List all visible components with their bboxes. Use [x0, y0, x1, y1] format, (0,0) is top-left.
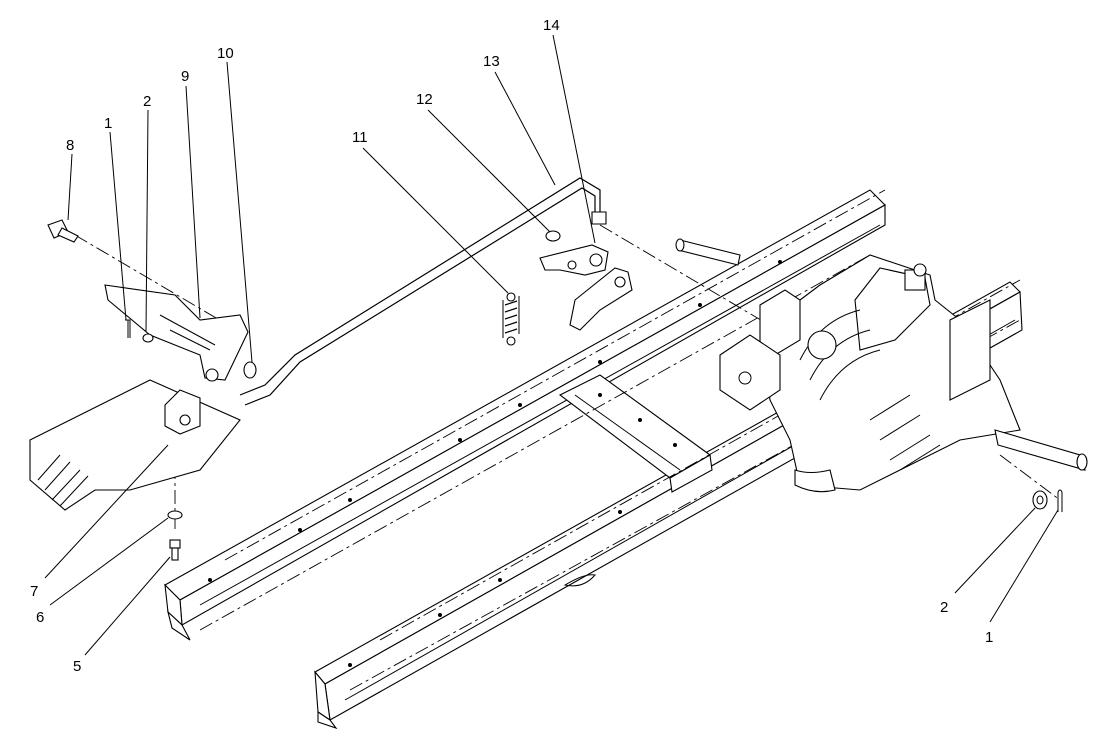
callout-10: 10 [217, 45, 234, 62]
callout-2-right: 2 [940, 599, 948, 616]
callout-9: 9 [181, 68, 189, 85]
callout-8: 8 [66, 137, 74, 154]
callout-6: 6 [36, 609, 44, 626]
callout-11: 11 [352, 129, 368, 146]
bolt-8 [47, 219, 79, 243]
leader-lines [44, 34, 1059, 656]
callout-13: 13 [483, 53, 500, 70]
brake-rod [239, 177, 607, 406]
pedal-bracket [104, 284, 249, 382]
cotter-pin-left [125, 319, 131, 338]
spring-11 [502, 292, 520, 346]
callout-7: 7 [30, 583, 38, 600]
callout-12: 12 [416, 91, 433, 108]
washer-left [142, 333, 154, 343]
callout-5: 5 [73, 658, 81, 675]
washer-6 [167, 510, 183, 520]
foot-pedal [29, 379, 241, 511]
clip-12 [545, 230, 561, 242]
screw-5 [169, 539, 181, 561]
washer-right [1032, 490, 1048, 510]
callout-1-left: 1 [104, 115, 112, 132]
callout-14: 14 [543, 17, 560, 34]
cotter-pin-right [1057, 489, 1063, 512]
callout-labels: 8 1 2 9 10 11 12 13 14 7 6 5 2 1 [30, 17, 993, 675]
brake-lever [539, 244, 633, 331]
cross-member [558, 374, 713, 493]
callout-1-right: 1 [985, 629, 993, 646]
frame-rail-left [164, 189, 886, 641]
bushing-10 [243, 361, 257, 379]
transaxle-assembly [675, 238, 1088, 493]
callout-2-left: 2 [143, 93, 151, 110]
